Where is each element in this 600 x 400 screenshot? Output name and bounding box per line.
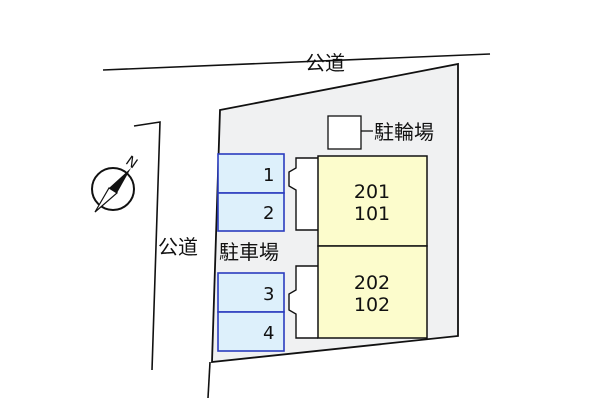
road-left-line-lower (207, 361, 211, 399)
unit-number-upper: 202 (354, 272, 390, 294)
bicycle-parking-label: 駐輪場 (374, 120, 434, 144)
road-left-label: 公道 (158, 235, 198, 259)
unit-number-lower: 101 (354, 203, 390, 225)
parking-space-number: 3 (263, 284, 274, 305)
parking-space-2: 2 (217, 192, 285, 232)
compass-north-label: N (122, 153, 140, 172)
parking-space-3: 3 (217, 272, 285, 313)
road-top-line (102, 53, 491, 71)
unit-number-upper: 201 (354, 181, 390, 203)
parking-space-number: 1 (263, 165, 274, 186)
entrance-porch-upper (288, 157, 318, 231)
parking-label: 駐車場 (219, 240, 279, 264)
entrance-porch-lower (288, 265, 318, 339)
parking-space-4: 4 (217, 311, 285, 352)
parking-space-number: 4 (263, 323, 274, 344)
road-top-label: 公道 (305, 51, 345, 75)
unit-number-lower: 102 (354, 294, 390, 316)
building-lower: 202 102 (317, 245, 428, 339)
parking-space-1: 1 (217, 153, 285, 194)
compass-icon: N (91, 153, 140, 213)
parking-space-number: 2 (263, 203, 274, 224)
bicycle-parking-area (327, 115, 362, 150)
building-upper: 201 101 (317, 155, 428, 247)
road-left-line (133, 121, 161, 371)
